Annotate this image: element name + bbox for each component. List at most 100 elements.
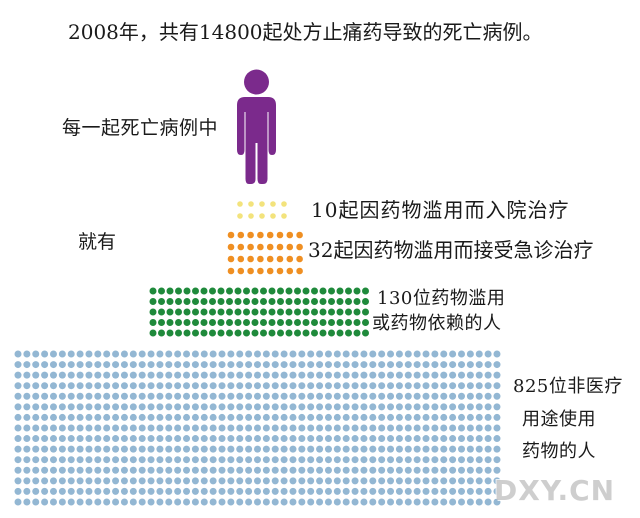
unit-dot: [351, 371, 359, 379]
unit-dot: [218, 350, 226, 358]
unit-dot: [484, 498, 492, 506]
unit-dot: [440, 445, 448, 453]
unit-dot: [217, 319, 225, 326]
unit-dot: [209, 477, 217, 485]
unit-dot: [14, 435, 22, 443]
unit-dot: [129, 487, 137, 495]
unit-dot: [183, 445, 191, 453]
unit-dot: [362, 287, 369, 295]
unit-dot: [351, 424, 359, 432]
unit-dot: [191, 382, 199, 390]
unit-dot: [351, 456, 359, 464]
unit-dot: [484, 382, 492, 390]
unit-dot: [466, 445, 474, 453]
unit-dot: [298, 371, 306, 379]
unit-dot: [23, 413, 31, 421]
unit-dot: [466, 435, 474, 443]
unit-dot: [369, 403, 377, 411]
unit-dot: [395, 350, 403, 358]
unit-dot: [285, 319, 293, 326]
unit-dot: [458, 403, 465, 411]
unit-dot: [440, 350, 448, 358]
unit-dot: [32, 487, 40, 495]
unit-dot: [191, 498, 199, 506]
unit-dot: [449, 403, 457, 411]
unit-dot: [227, 267, 235, 275]
unit-dot: [484, 435, 492, 443]
unit-dot: [243, 287, 250, 295]
unit-dot: [49, 371, 57, 379]
unit-dot: [280, 350, 288, 358]
unit-dot: [280, 445, 288, 453]
unit-dot: [120, 424, 128, 432]
unit-dot: [484, 413, 492, 421]
unit-dot: [58, 466, 66, 474]
unit-dot: [32, 392, 40, 400]
unit-dot: [475, 487, 483, 495]
unit-dot: [266, 231, 274, 239]
unit-dot: [156, 382, 164, 390]
unit-dot: [294, 319, 301, 326]
unit-dot: [103, 371, 111, 379]
unit-dot: [475, 371, 483, 379]
unit-dot: [94, 413, 102, 421]
unit-dot: [23, 403, 31, 411]
unit-dot: [316, 445, 324, 453]
unit-dot: [183, 287, 191, 295]
unit-dot: [260, 298, 267, 305]
unit-dot: [307, 487, 315, 495]
unit-dot: [289, 424, 297, 432]
unit-dot: [333, 456, 341, 464]
unit-dot: [404, 413, 412, 421]
unit-dot: [165, 487, 173, 495]
unit-dot: [67, 435, 75, 443]
unit-dot: [277, 298, 284, 305]
unit-dot: [245, 350, 253, 358]
unit-dot: [387, 445, 395, 453]
unit-dot: [351, 350, 359, 358]
unit-dot: [280, 435, 288, 443]
unit-dot: [351, 487, 359, 495]
unit-dot: [289, 466, 297, 474]
unit-dot: [302, 329, 310, 337]
unit-dot: [149, 308, 157, 316]
unit-dot: [103, 435, 111, 443]
unit-dot: [449, 413, 457, 421]
unit-dot: [404, 382, 412, 390]
unit-dot: [431, 382, 439, 390]
unit-dot: [276, 267, 284, 275]
unit-dot: [449, 392, 457, 400]
unit-dot: [333, 403, 341, 411]
unit-dot: [271, 424, 279, 432]
unit-dot: [218, 382, 226, 390]
unit-dot: [227, 392, 235, 400]
unit-dot: [120, 413, 128, 421]
unit-dot: [245, 487, 253, 495]
unit-dot: [342, 392, 350, 400]
unit-dot: [466, 466, 474, 474]
unit-dot: [307, 424, 315, 432]
unit-dot: [138, 403, 146, 411]
unit-dot: [449, 477, 457, 485]
unit-dot: [32, 361, 40, 369]
unit-dot: [251, 298, 259, 305]
unit-dot: [475, 435, 483, 443]
unit-dot: [307, 382, 315, 390]
unit-dot: [458, 498, 465, 506]
unit-dot: [147, 456, 155, 464]
unit-dot: [378, 487, 386, 495]
unit-dot: [14, 392, 22, 400]
unit-dot: [183, 477, 191, 485]
unit-dot: [493, 435, 501, 443]
unit-dot: [422, 477, 430, 485]
unit-dot: [245, 477, 253, 485]
unit-dot: [85, 361, 93, 369]
unit-dot: [475, 498, 483, 506]
unit-dot: [311, 287, 318, 295]
label-per-death: 每一起死亡病例中: [62, 117, 219, 139]
unit-dot: [138, 350, 146, 358]
unit-dot: [328, 308, 335, 316]
unit-dot: [147, 435, 155, 443]
unit-dot: [158, 287, 165, 295]
unit-dot: [165, 424, 173, 432]
